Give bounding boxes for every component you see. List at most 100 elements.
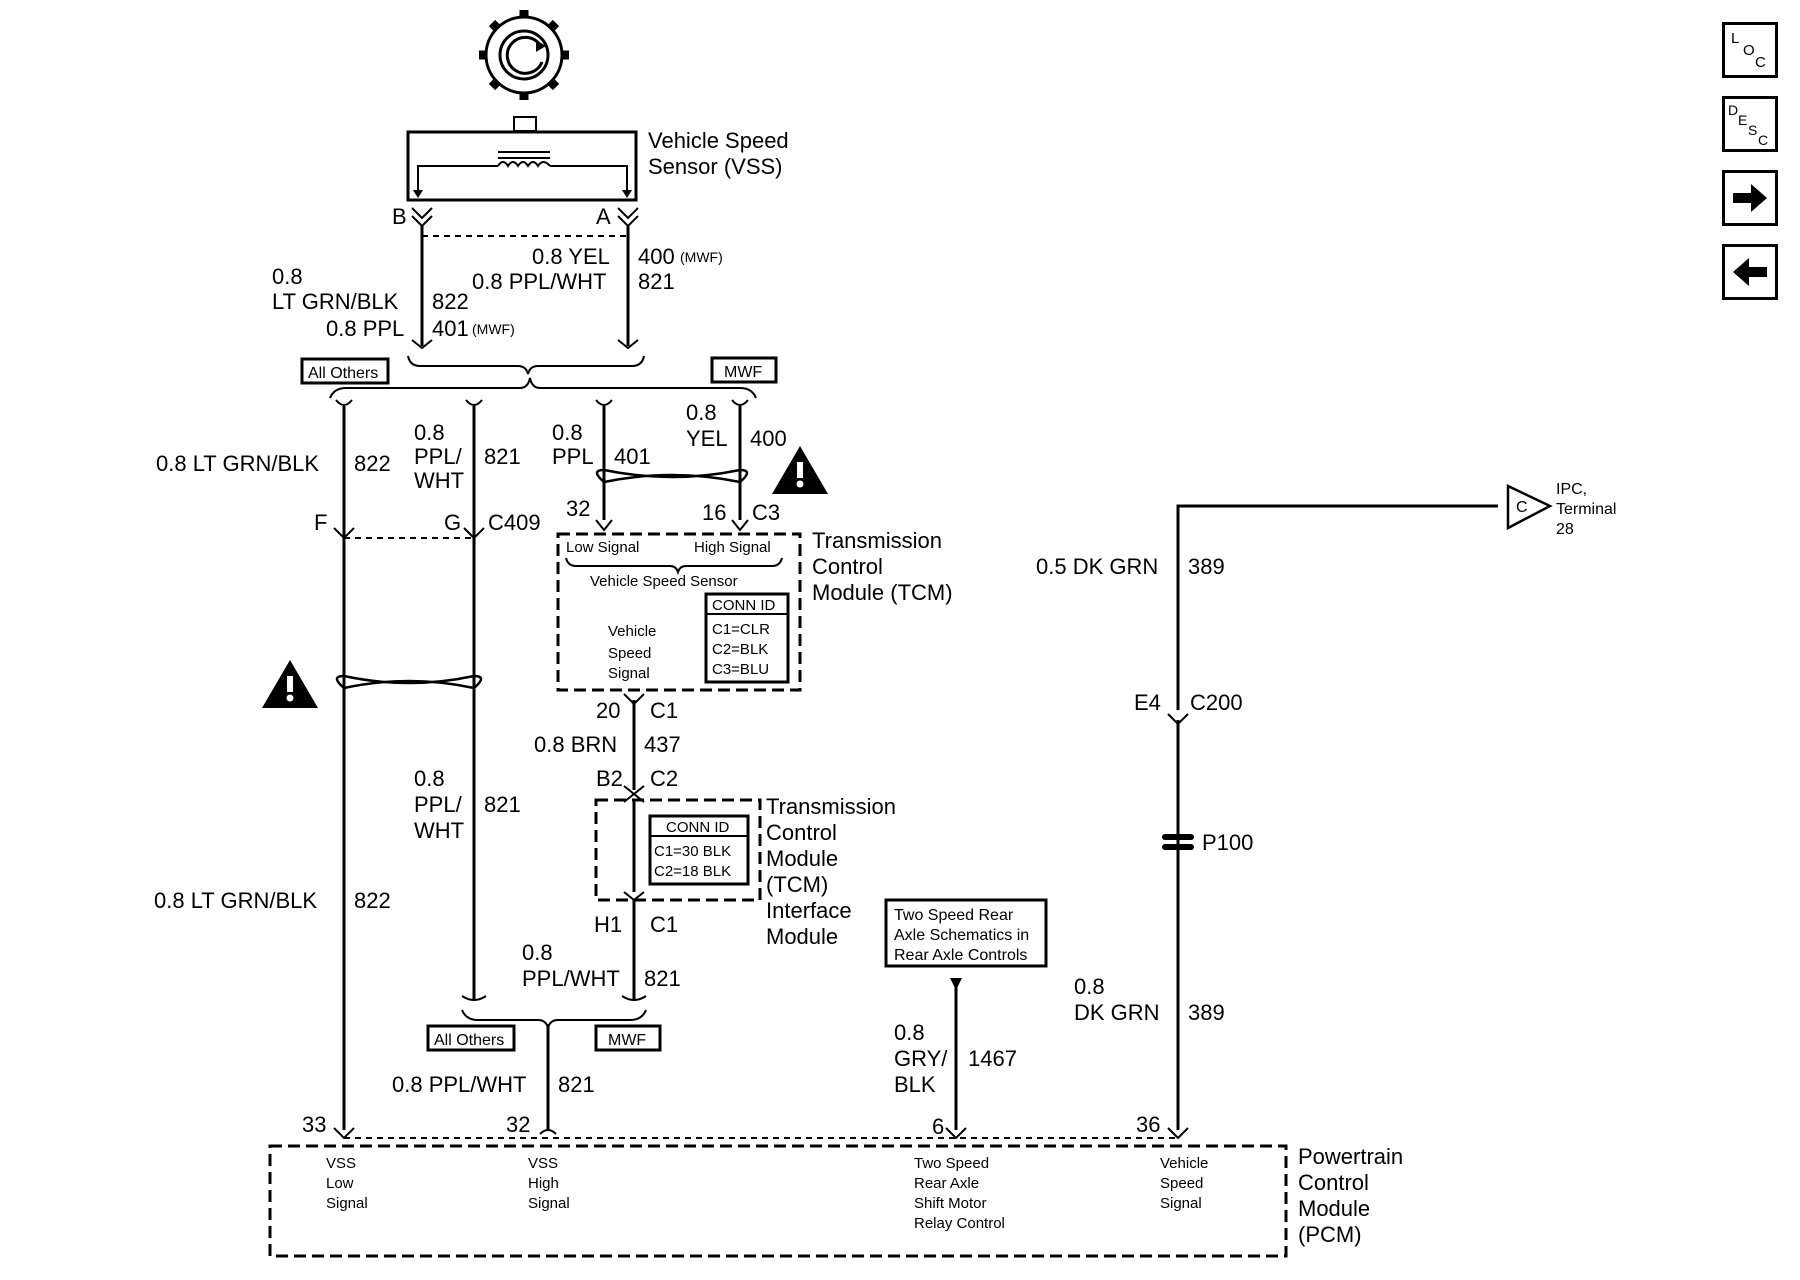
wire-401-option: (MWF) — [472, 321, 515, 337]
wire-400-num: 400 — [638, 244, 675, 269]
if-c1: C1=30 BLK — [654, 843, 731, 860]
wire-400-color: 0.8 YEL — [532, 244, 610, 269]
splice-p100: P100 — [1202, 830, 1253, 855]
mwf-label-top: MWF — [724, 364, 762, 381]
tcm-low-signal: Low Signal — [566, 539, 639, 556]
tcm-c1: C1=CLR — [712, 621, 770, 638]
pin-f: F — [314, 510, 327, 535]
vss-connector — [407, 207, 645, 375]
pcm-s2c: Signal — [528, 1195, 570, 1212]
w389-top-num: 389 — [1188, 554, 1225, 579]
pcm-name1: Powertrain — [1298, 1144, 1403, 1169]
desc-e: E — [1738, 112, 1747, 128]
brn-wire-num: 437 — [644, 732, 681, 757]
wire-400-color-tcm: YEL — [686, 426, 728, 451]
rear-axle-c1: GRY/ — [894, 1046, 948, 1071]
wire-401-num-tcm: 401 — [614, 444, 651, 469]
tcm-vss-sig1: Vehicle — [608, 623, 656, 640]
w389b-color: DK GRN — [1074, 1000, 1160, 1025]
desc-d: D — [1728, 102, 1738, 118]
if-pin-h1: H1 — [594, 912, 622, 937]
pcm-s1a: VSS — [326, 1155, 356, 1172]
wire-822-number: 822 — [354, 451, 391, 476]
if-name5: Interface — [766, 898, 852, 923]
wire-821-number: 821 — [484, 444, 521, 469]
pcm-pin-33: 33 — [302, 1112, 326, 1137]
pcm-name2: Control — [1298, 1170, 1369, 1195]
loc-o: O — [1743, 42, 1755, 59]
all-others-label-bottom: All Others — [434, 1032, 504, 1049]
splice-icon — [1162, 834, 1194, 850]
pcm-pin-chevrons — [333, 1127, 1189, 1140]
tcm-conn-c3: C3 — [752, 500, 780, 525]
if-name1: Transmission — [766, 794, 896, 819]
wire-821-color1: PPL/ — [414, 444, 463, 469]
wire-401-color-tcm: PPL — [552, 444, 594, 469]
arrow-left-icon — [1733, 258, 1767, 286]
pcm-s3c: Shift Motor — [914, 1195, 987, 1212]
conn-c409: C409 — [488, 510, 541, 535]
mid-wire-821-size: 0.8 — [414, 766, 445, 791]
if-conn-c2: C2 — [650, 766, 678, 791]
ipc-line3: 28 — [1556, 521, 1574, 538]
pcm-s4a: Vehicle — [1160, 1155, 1208, 1172]
vss-pin-b: B — [392, 204, 407, 229]
mwf-box-bottom — [594, 1024, 662, 1052]
if-name6: Module — [766, 924, 838, 949]
tcm-name3: Module (TCM) — [812, 580, 953, 605]
rear-axle-ref-box — [884, 898, 1048, 968]
mid-wire-821-c1: PPL/ — [414, 792, 463, 817]
brn-wire-color: 0.8 BRN — [534, 732, 617, 757]
pcm-s2a: VSS — [528, 1155, 558, 1172]
tcm-vss-label: Vehicle Speed Sensor — [590, 573, 738, 590]
all-others-box-top — [300, 357, 390, 385]
if-c2: C2=18 BLK — [654, 863, 731, 880]
wire-822-color: LT GRN/BLK — [272, 289, 399, 314]
rear-axle-box2: Axle Schematics in — [894, 927, 1029, 944]
tcm-conn-c1: C1 — [650, 698, 678, 723]
pcm-pin-32: 32 — [506, 1112, 530, 1137]
w389b-num: 389 — [1188, 1000, 1225, 1025]
pcm-box — [268, 1144, 1288, 1258]
pcm-s3a: Two Speed — [914, 1155, 989, 1172]
mid-wire-821-c2: WHT — [414, 818, 464, 843]
arrow-right-icon — [1733, 184, 1767, 212]
back-button[interactable] — [1722, 244, 1778, 300]
twisted-pair-symbol — [335, 468, 749, 690]
loc-l: L — [1731, 30, 1739, 47]
tcm-pin-20: 20 — [596, 698, 620, 723]
wire-822-label: 0.8 LT GRN/BLK — [156, 451, 319, 476]
ipc-conn: C — [1516, 499, 1528, 516]
desc-s: S — [1748, 122, 1757, 138]
vss-name-line1: Vehicle Speed — [648, 128, 789, 153]
vss-name-line2: Sensor (VSS) — [648, 154, 783, 179]
next-button[interactable] — [1722, 170, 1778, 226]
ifw-color: PPL/WHT — [522, 966, 620, 991]
mwf-box-top — [710, 356, 778, 384]
pcm-s1b: Low — [326, 1175, 354, 1192]
tcm-pin-32: 32 — [566, 496, 590, 521]
pcm-s4c: Signal — [1160, 1195, 1202, 1212]
rear-axle-box3: Rear Axle Controls — [894, 947, 1027, 964]
wire-401-num: 401 — [432, 316, 469, 341]
conn-c200: C200 — [1190, 690, 1243, 715]
ifw-num: 821 — [644, 966, 681, 991]
wire-400-size: 0.8 — [686, 400, 717, 425]
vss-pin-a: A — [596, 204, 611, 229]
desc-button[interactable]: D E S C — [1722, 96, 1778, 152]
wire-822-num: 822 — [432, 289, 469, 314]
tcm-interface-box — [594, 798, 762, 902]
tcm-pin-16: 16 — [702, 500, 726, 525]
tcm-signal-brace — [565, 557, 783, 576]
warning-icon — [772, 446, 828, 494]
tcm-name1: Transmission — [812, 528, 942, 553]
if-conn-c1: C1 — [650, 912, 678, 937]
pcm-s3d: Relay Control — [914, 1215, 1005, 1232]
mid-wire-821-num: 821 — [484, 792, 521, 817]
tcm-name2: Control — [812, 554, 883, 579]
pcm-s1c: Signal — [326, 1195, 368, 1212]
wire-401-color: 0.8 PPL — [326, 316, 404, 341]
mwf-label-bottom: MWF — [608, 1032, 646, 1049]
connector-chevrons — [333, 399, 1189, 1029]
loc-button[interactable]: L O C — [1722, 22, 1778, 78]
